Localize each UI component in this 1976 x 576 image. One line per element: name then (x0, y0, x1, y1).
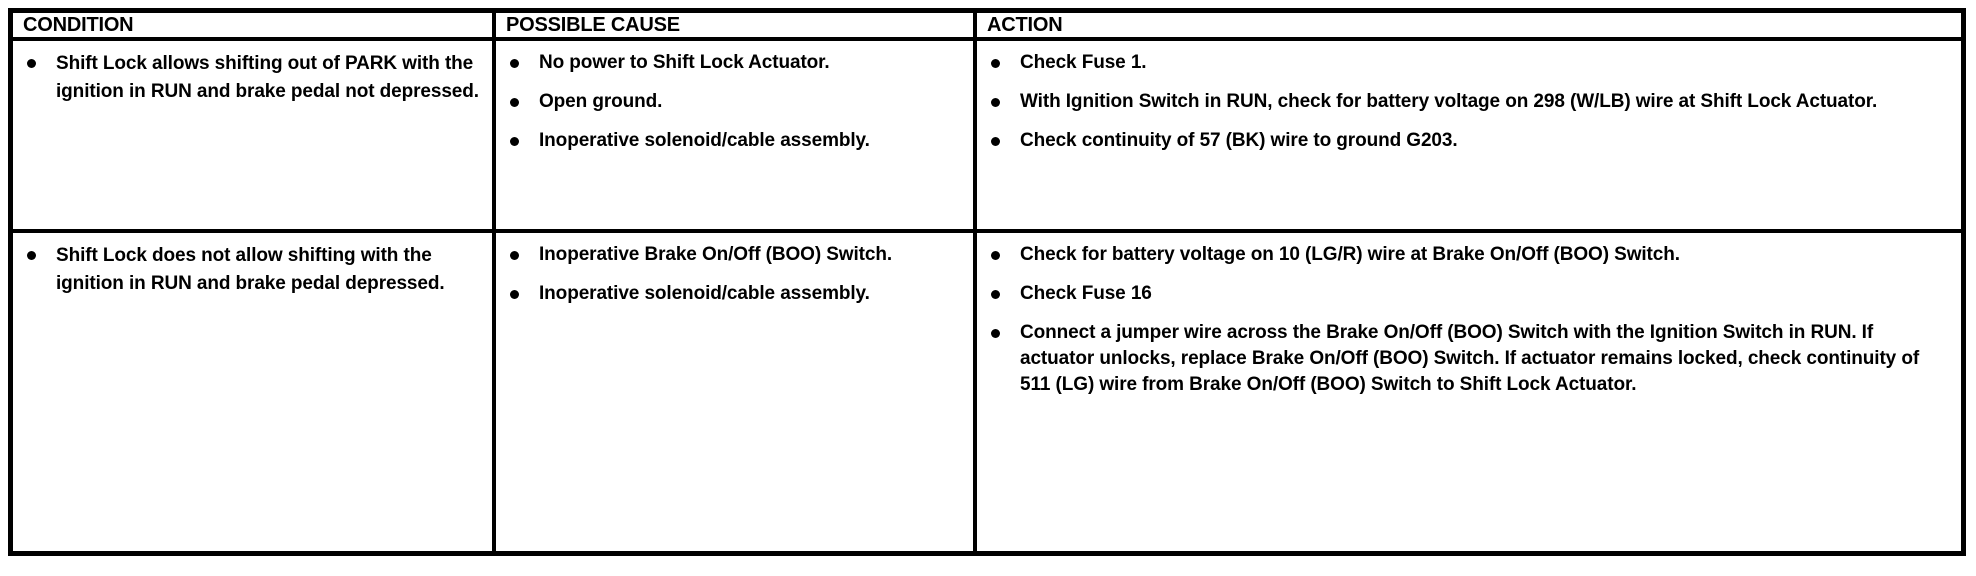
list-item: Check continuity of 57 (BK) wire to grou… (987, 128, 1951, 154)
list-item: No power to Shift Lock Actuator. (506, 50, 963, 76)
column-header-condition: CONDITION (23, 13, 134, 36)
list-item-text: Inoperative solenoid/cable assembly. (539, 130, 870, 151)
bullet-icon (991, 251, 1000, 260)
action-list: Check Fuse 1. With Ignition Switch in RU… (987, 50, 1951, 154)
list-item-text: Shift Lock allows shifting out of PARK w… (56, 53, 479, 102)
cell-action: Check Fuse 1. With Ignition Switch in RU… (977, 41, 1961, 229)
list-item: Shift Lock does not allow shifting with … (23, 242, 482, 298)
diagnostic-table: CONDITION POSSIBLE CAUSE ACTION Shift Lo… (8, 8, 1966, 556)
list-item-text: No power to Shift Lock Actuator. (539, 52, 830, 73)
list-item: Check Fuse 1. (987, 50, 1951, 76)
list-item: With Ignition Switch in RUN, check for b… (987, 89, 1951, 115)
cell-condition: Shift Lock allows shifting out of PARK w… (13, 41, 492, 229)
bullet-icon (991, 290, 1000, 299)
bullet-icon (991, 59, 1000, 68)
cell-possible-cause: No power to Shift Lock Actuator. Open gr… (496, 41, 973, 229)
list-item-text: Connect a jumper wire across the Brake O… (1020, 322, 1920, 395)
list-item-text: Check Fuse 16 (1020, 283, 1152, 304)
list-item: Inoperative solenoid/cable assembly. (506, 128, 963, 154)
bullet-icon (991, 137, 1000, 146)
table-header-row: CONDITION POSSIBLE CAUSE ACTION (13, 13, 1961, 41)
list-item-text: Open ground. (539, 91, 663, 112)
list-item-text: Shift Lock does not allow shifting with … (56, 245, 445, 294)
list-item: Shift Lock allows shifting out of PARK w… (23, 50, 482, 106)
list-item: Inoperative Brake On/Off (BOO) Switch. (506, 242, 963, 268)
cell-possible-cause: Inoperative Brake On/Off (BOO) Switch. I… (496, 233, 973, 551)
bullet-icon (510, 137, 519, 146)
bullet-icon (510, 59, 519, 68)
possible-cause-list: Inoperative Brake On/Off (BOO) Switch. I… (506, 242, 963, 307)
table-inner: CONDITION POSSIBLE CAUSE ACTION Shift Lo… (13, 13, 1961, 551)
list-item: Connect a jumper wire across the Brake O… (987, 320, 1951, 398)
cell-condition: Shift Lock does not allow shifting with … (13, 233, 492, 551)
bullet-icon (510, 290, 519, 299)
list-item-text: With Ignition Switch in RUN, check for b… (1020, 91, 1878, 112)
possible-cause-list: No power to Shift Lock Actuator. Open gr… (506, 50, 963, 154)
list-item-text: Inoperative solenoid/cable assembly. (539, 283, 870, 304)
bullet-icon (510, 98, 519, 107)
list-item-text: Inoperative Brake On/Off (BOO) Switch. (539, 244, 893, 265)
bullet-icon (27, 59, 36, 68)
action-list: Check for battery voltage on 10 (LG/R) w… (987, 242, 1951, 398)
condition-list: Shift Lock allows shifting out of PARK w… (23, 50, 482, 106)
list-item: Check for battery voltage on 10 (LG/R) w… (987, 242, 1951, 268)
table-row: Shift Lock does not allow shifting with … (13, 233, 1961, 551)
bullet-icon (510, 251, 519, 260)
condition-list: Shift Lock does not allow shifting with … (23, 242, 482, 298)
list-item: Open ground. (506, 89, 963, 115)
column-divider-2 (973, 41, 977, 551)
list-item-text: Check continuity of 57 (BK) wire to grou… (1020, 130, 1458, 151)
table-row: Shift Lock allows shifting out of PARK w… (13, 41, 1961, 233)
list-item-text: Check for battery voltage on 10 (LG/R) w… (1020, 244, 1680, 265)
list-item: Check Fuse 16 (987, 281, 1951, 307)
bullet-icon (27, 251, 36, 260)
list-item-text: Check Fuse 1. (1020, 52, 1147, 73)
column-divider-1 (492, 41, 496, 551)
column-header-action: ACTION (973, 13, 1961, 37)
bullet-icon (991, 329, 1000, 338)
cell-action: Check for battery voltage on 10 (LG/R) w… (977, 233, 1961, 551)
list-item: Inoperative solenoid/cable assembly. (506, 281, 963, 307)
bullet-icon (991, 98, 1000, 107)
column-header-possible-cause: POSSIBLE CAUSE (492, 13, 973, 37)
